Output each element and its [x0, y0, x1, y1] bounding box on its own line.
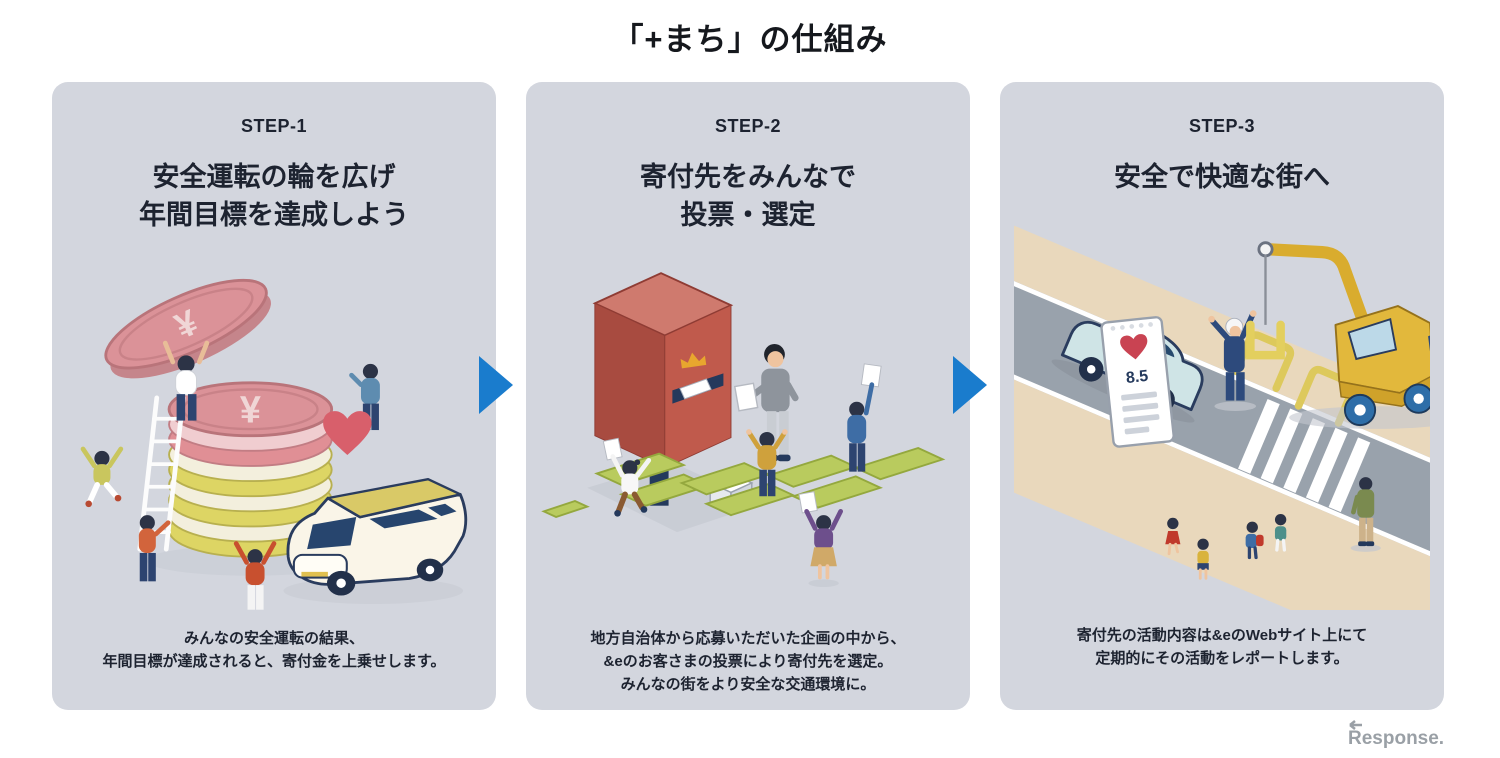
arrow-right-icon: [953, 356, 987, 414]
worker: [1208, 310, 1257, 412]
person-jumping: [80, 446, 124, 507]
person-green-coat: [1350, 477, 1381, 552]
step1-label: STEP-1: [240, 116, 308, 136]
crane-vehicle: [1246, 241, 1430, 430]
step1-heading: 安全運転の輪を広げ 年間目標を達成しよう: [139, 162, 409, 230]
coins-and-minivan-illustration: ¥ ¥: [80, 278, 468, 610]
person-blue: [349, 363, 380, 430]
person-climber: [162, 340, 210, 421]
step1-illustration: ¥ ¥: [66, 235, 482, 627]
step2-label: STEP-2: [714, 116, 782, 136]
child-yellow-shirt: [1197, 538, 1209, 580]
page-title: 「+まち」の仕組み: [612, 22, 888, 57]
voting-path: [541, 446, 946, 518]
child-teal: [1274, 514, 1287, 552]
lifted-coin: ¥: [104, 278, 271, 378]
person-orange: [138, 514, 171, 581]
logo-arrow-icon: [1349, 720, 1362, 730]
minivan: [283, 477, 468, 604]
step3-heading: 安全で快適な街へ: [1114, 162, 1330, 192]
crane-boom: [1261, 243, 1383, 364]
crosswalk: [1238, 399, 1371, 513]
report-sign: 8.5: [1100, 316, 1175, 448]
backpack-icon: [1256, 534, 1264, 547]
voter-blue: [847, 362, 882, 472]
child-backpack: [1245, 521, 1264, 560]
arrow-right-icon: [479, 356, 513, 414]
child-red-dress: [1165, 517, 1181, 556]
pedestrians: [1165, 477, 1381, 580]
step-card-1: STEP-1 安全運転の輪を広げ 年間目標を達成しよう: [52, 82, 496, 710]
crown-icon: [680, 352, 707, 368]
voting-illustration: [541, 271, 946, 587]
step-card-2: STEP-2 寄付先をみんなで 投票・選定: [526, 82, 970, 710]
person-cheering: [233, 540, 277, 610]
step3-illustration: 8.5: [1014, 197, 1430, 624]
step-card-3: STEP-3 安全で快適な街へ: [1000, 82, 1444, 710]
voter-white-top: [602, 437, 652, 517]
ballot-envelope: [679, 378, 712, 400]
van-windshield: [307, 516, 357, 549]
watermark-response: Response.: [1338, 719, 1488, 754]
step3-caption: 寄付先の活動内容は&eのWebサイト上にて 定期的にその活動をレポートします。: [1076, 626, 1368, 667]
person-gray-suit: [733, 343, 799, 461]
sign-score: 8.5: [1125, 367, 1149, 387]
step2-heading: 寄付先をみんなで 投票・選定: [640, 162, 856, 230]
heart-icon: [1120, 334, 1148, 360]
yen-icon: ¥: [240, 389, 261, 431]
step1-caption: みんなの安全運転の結果、 年間目標が達成されると、寄付金を上乗せします。: [102, 629, 446, 670]
safe-town-illustration: 8.5: [1014, 210, 1430, 611]
step2-caption: 地方自治体から応募いただいた企画の中から、 &eのお客さまの投票により寄付先を選…: [590, 629, 906, 694]
voter-purple: [798, 490, 844, 587]
step2-illustration: [540, 235, 956, 627]
voter-mustard: [746, 428, 788, 496]
response-logo: Response.: [1348, 720, 1444, 749]
watermark-text: Response.: [1348, 728, 1444, 749]
heart-icon: [323, 410, 372, 455]
pulley-icon: [1257, 241, 1274, 258]
crane-hook: [1246, 320, 1285, 360]
step3-label: STEP-3: [1188, 116, 1256, 136]
van-roof: [326, 477, 462, 518]
